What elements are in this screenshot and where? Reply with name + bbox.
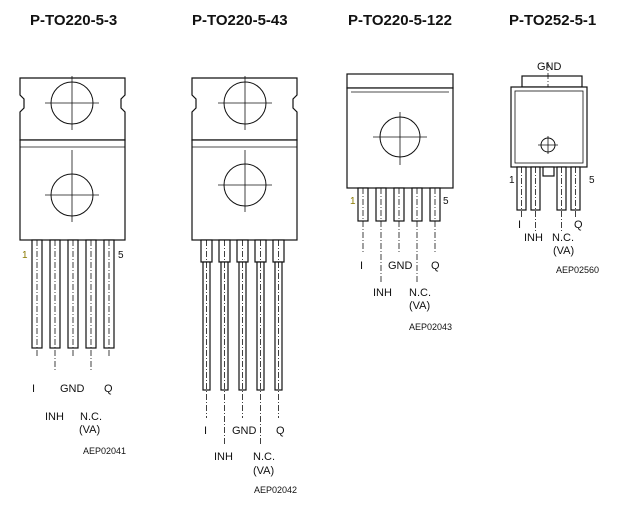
mounting-tab bbox=[19, 77, 126, 141]
pin-label-va: (VA) bbox=[409, 300, 430, 312]
pin-label-q: Q bbox=[276, 425, 285, 437]
pin-number-first: 1 bbox=[509, 175, 515, 186]
package-body bbox=[510, 86, 588, 168]
pin-label-va: (VA) bbox=[553, 245, 574, 257]
pin-label-nc: N.C. bbox=[409, 287, 431, 299]
drawing-code: AEP02043 bbox=[409, 322, 452, 332]
mounting-tab bbox=[521, 75, 583, 88]
pin-label-nc: N.C. bbox=[552, 232, 574, 244]
pin-number-last: 5 bbox=[118, 250, 124, 261]
pin-label-va: (VA) bbox=[79, 424, 100, 436]
pin-number-first: 1 bbox=[350, 196, 356, 207]
drawing-code: AEP02041 bbox=[83, 446, 126, 456]
pin-label-i: I bbox=[360, 260, 363, 272]
pin-label-nc: N.C. bbox=[253, 451, 275, 463]
lead-group bbox=[31, 239, 115, 372]
lead-group bbox=[357, 187, 441, 282]
pin-label-gnd: GND bbox=[60, 383, 85, 395]
pin-number-last: 5 bbox=[589, 175, 595, 186]
package-p-to220-5-3: P-TO220-5-3 1 5 I INH GND N.C. bbox=[19, 12, 126, 456]
pin-label-i: I bbox=[518, 219, 521, 231]
pin-label-inh: INH bbox=[373, 287, 392, 299]
package-p-to220-5-122: P-TO220-5-122 1 5 I INH GND N.C. (VA) Q … bbox=[346, 12, 454, 332]
mounting-tab bbox=[346, 73, 454, 89]
pin-label-gnd: GND bbox=[388, 260, 413, 272]
pin-number-first: 1 bbox=[22, 250, 28, 261]
pin-label-nc: N.C. bbox=[80, 411, 102, 423]
pin-label-gnd-top: GND bbox=[537, 61, 562, 73]
pin-label-q: Q bbox=[431, 260, 440, 272]
drawing-code: AEP02560 bbox=[556, 265, 599, 275]
pin-label-q: Q bbox=[104, 383, 113, 395]
pin-label-i: I bbox=[32, 383, 35, 395]
pin-label-va: (VA) bbox=[253, 465, 274, 477]
package-title: P-TO252-5-1 bbox=[509, 12, 596, 29]
package-title: P-TO220-5-43 bbox=[192, 12, 288, 29]
package-p-to252-5-1: P-TO252-5-1 GND 1 5 I INH N.C. (VA) Q AE… bbox=[509, 12, 599, 275]
pin-label-gnd: GND bbox=[232, 425, 257, 437]
pin-number-last: 5 bbox=[443, 196, 449, 207]
pin-label-inh: INH bbox=[214, 451, 233, 463]
lead-group bbox=[200, 239, 285, 445]
package-title: P-TO220-5-122 bbox=[348, 12, 452, 29]
package-p-to220-5-43: P-TO220-5-43 I INH GND bbox=[191, 12, 298, 495]
pin-label-inh: INH bbox=[524, 232, 543, 244]
pin-label-inh: INH bbox=[45, 411, 64, 423]
package-body bbox=[19, 139, 126, 241]
drawing-code: AEP02042 bbox=[254, 485, 297, 495]
mounting-tab bbox=[191, 77, 298, 141]
lead-group bbox=[516, 166, 581, 232]
package-body bbox=[191, 139, 298, 241]
package-title: P-TO220-5-3 bbox=[30, 12, 117, 29]
pin-label-q: Q bbox=[574, 219, 583, 231]
pin-label-i: I bbox=[204, 425, 207, 437]
